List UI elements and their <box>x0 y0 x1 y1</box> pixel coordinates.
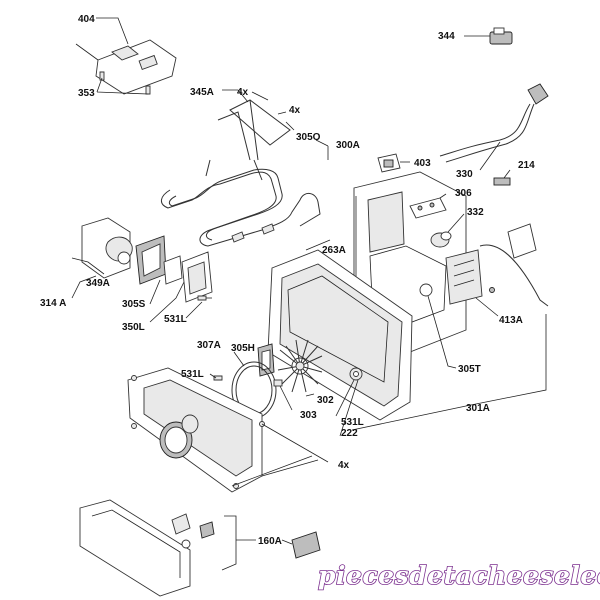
gasket-305S <box>135 235 167 305</box>
label-314A: 314 A <box>40 298 66 309</box>
label-263A: 263A <box>322 245 346 256</box>
lamp-socket-403 <box>377 153 410 173</box>
label-305H: 305H <box>231 343 255 354</box>
label-349A: 349A <box>86 278 110 289</box>
label-4x-top-1: 4x <box>237 87 249 98</box>
label-300A: 300A <box>336 140 360 151</box>
label-305O: 305O <box>296 132 321 143</box>
label-214: 214 <box>518 160 535 171</box>
oven-front-263A <box>267 239 413 421</box>
label-330: 330 <box>456 169 473 180</box>
leader-305T <box>427 295 457 369</box>
motor-332 <box>430 213 465 248</box>
label-305S: 305S <box>122 299 146 310</box>
switch-344 <box>464 27 513 45</box>
label-353: 353 <box>78 88 95 99</box>
heating-element-300A <box>161 89 329 247</box>
label-404: 404 <box>78 14 95 25</box>
leader-301A <box>351 314 547 431</box>
label-345A: 345A <box>190 87 214 98</box>
label-350L: 350L <box>122 322 145 333</box>
screw-531L-a <box>185 295 212 319</box>
nut-303 <box>273 379 293 411</box>
label-303: 303 <box>300 410 317 421</box>
label-4x-top-2: 4x <box>289 105 301 116</box>
power-cord-330 <box>439 83 549 171</box>
label-306: 306 <box>455 188 472 199</box>
label-4x-bottom: 4x <box>338 460 350 471</box>
fan-302 <box>277 339 323 397</box>
door-latch-assembly <box>79 499 321 597</box>
label-344: 344 <box>438 31 455 42</box>
site-watermark: piecesdetacheeselec.com <box>318 561 600 590</box>
fan-bracket-413A <box>445 223 549 317</box>
bracket-314A <box>71 217 133 299</box>
label-413A: 413A <box>499 315 523 326</box>
label-403: 403 <box>414 158 431 169</box>
label-332: 332 <box>467 207 484 218</box>
screw-531L-b <box>209 373 223 381</box>
label-160A: 160A <box>258 536 282 547</box>
label-531L-a: 531L <box>164 314 187 325</box>
part-labels: 404 353 344 345A 4x 4x 305O 300A 403 330… <box>40 14 535 547</box>
screws-353 <box>96 71 151 95</box>
label-305T: 305T <box>458 364 481 375</box>
gasket-305H <box>257 343 275 377</box>
label-531L-b: 531L <box>181 369 204 380</box>
label-222: 222 <box>341 428 358 439</box>
terminal-306 <box>409 193 447 219</box>
lamp-cover-350L <box>149 251 213 323</box>
thermostat-214 <box>493 169 511 186</box>
label-302: 302 <box>317 395 334 406</box>
label-307A: 307A <box>197 340 221 351</box>
label-301A: 301A <box>466 403 490 414</box>
control-board-404 <box>75 39 177 95</box>
shaft-222 <box>335 367 363 437</box>
label-531L-c: 531L <box>341 417 364 428</box>
front-cover-plate <box>127 367 329 493</box>
